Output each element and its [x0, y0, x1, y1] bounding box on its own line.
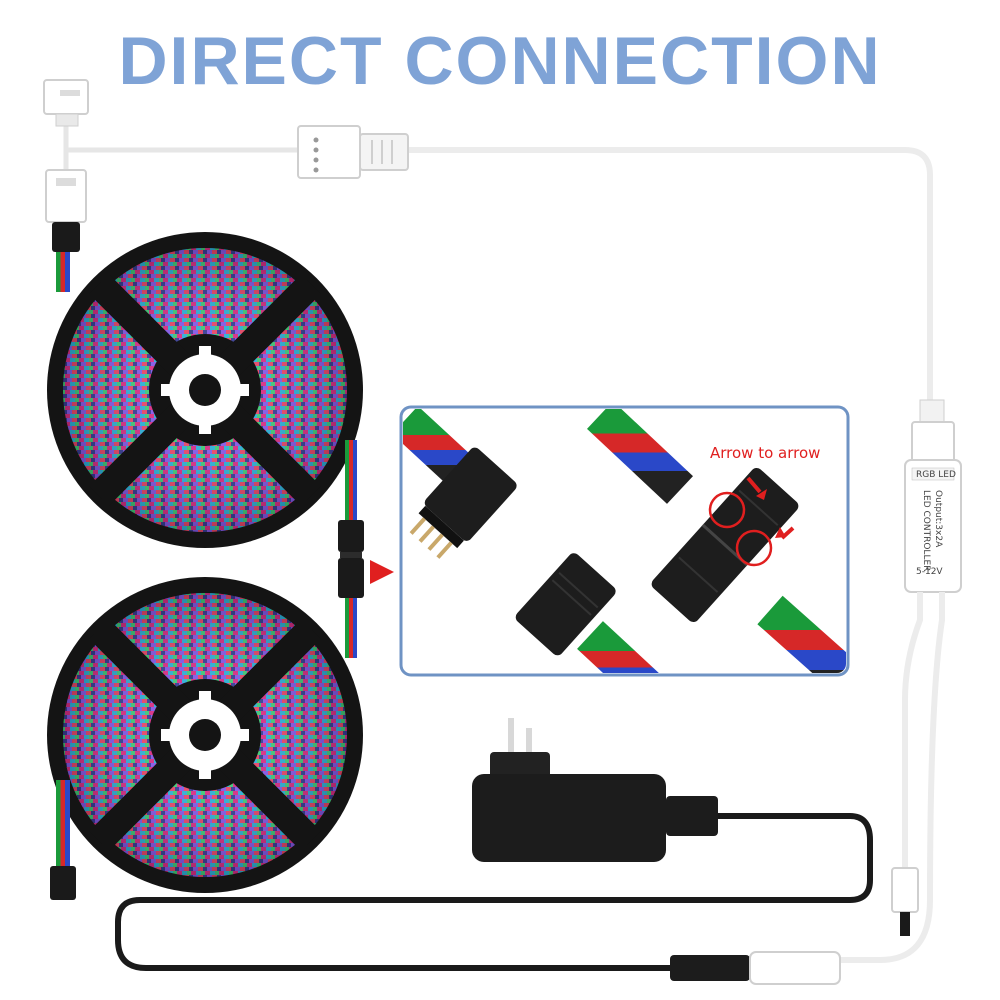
controller-power-leads: [840, 592, 945, 963]
power-adapter: [472, 718, 718, 862]
page-title: DIRECT CONNECTION: [118, 23, 882, 99]
controller-name: LED CONTROLLER: [921, 490, 931, 571]
pointer-arrow-icon: [370, 560, 394, 584]
led-controller: RGB LED LED CONTROLLER Output:3x2A 5-12V: [904, 399, 962, 593]
signal-cable: [63, 122, 933, 400]
splitter-junction-connector: [297, 125, 409, 179]
connector-detail-inset: Arrow to arrow: [399, 405, 850, 677]
controller-output: Output:3x2A: [933, 490, 943, 548]
arrow-up-icon: [775, 527, 786, 538]
led-strip-reel-2: [47, 577, 363, 893]
reel1-input-connector: [45, 169, 87, 252]
controller-voltage: 5-12V: [916, 567, 943, 577]
mated-connector-pair: [587, 409, 846, 673]
unplugged-connector-pair: [403, 409, 673, 673]
inter-reel-connection: [338, 440, 364, 658]
reel2-output-connector: [50, 780, 76, 900]
adapter-cable: [115, 813, 873, 985]
arrow-down-icon: [756, 489, 767, 500]
arrow-to-arrow-label: Arrow to arrow: [710, 444, 820, 462]
reel1-lead-wire: [56, 252, 70, 292]
controller-top-label: RGB LED: [916, 470, 956, 480]
splitter-top-connector: [43, 79, 89, 127]
led-strip-reel-1: [47, 232, 363, 548]
